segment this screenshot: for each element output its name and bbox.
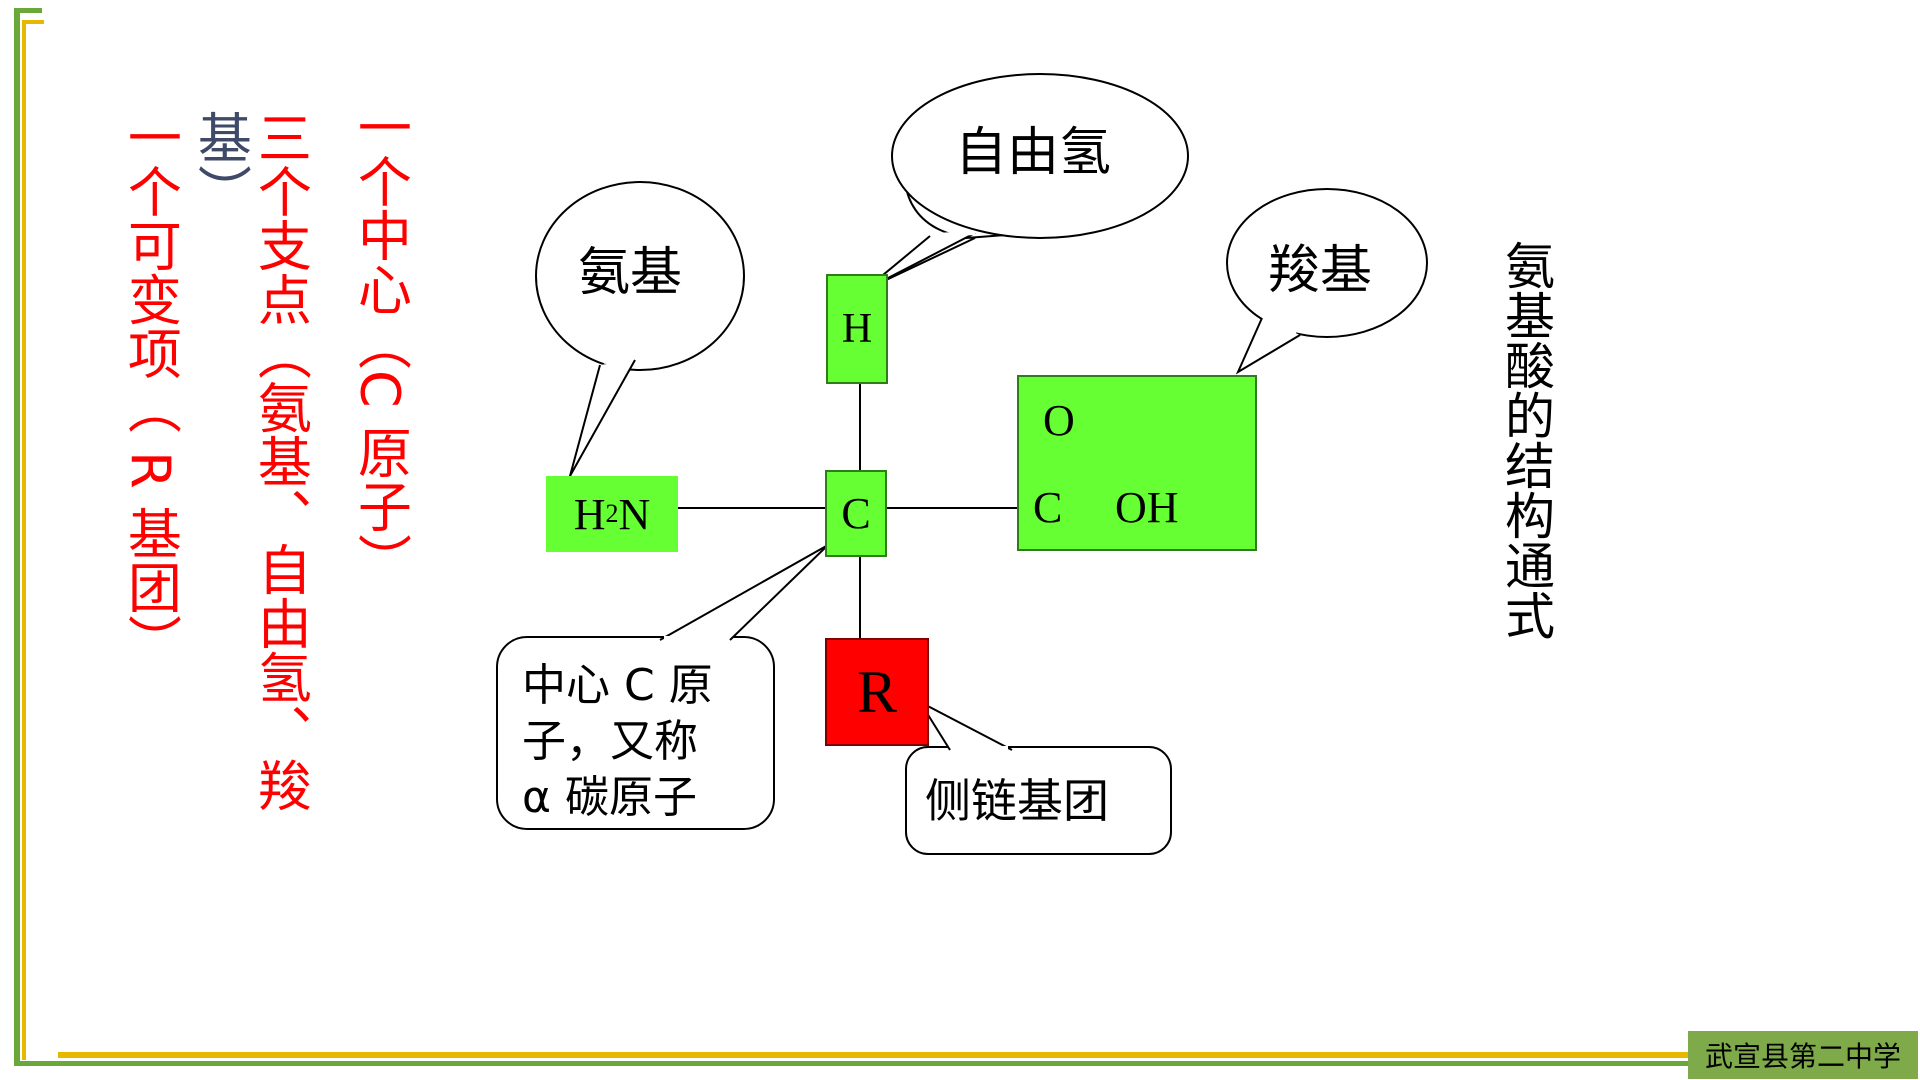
callout-amino-ellipse [535, 181, 745, 371]
frame-top-yellow [22, 20, 44, 24]
left-text-line3: 一个可变项（ R 基团） [118, 110, 182, 668]
amino-h: H [573, 489, 606, 539]
amino-sub: 2 [605, 499, 619, 528]
frame-left-yellow [22, 22, 26, 1060]
h-atom-label: H [841, 306, 873, 352]
callout-free-h-ellipse [891, 73, 1189, 239]
left-text-line2a: 三个支点（氨基、自由氢、羧 [248, 110, 312, 812]
callout-side-chain-tail [917, 699, 1013, 751]
callout-carboxyl-ellipse [1226, 188, 1428, 338]
c-atom-label: C [841, 489, 871, 538]
frame-top-green [14, 8, 42, 13]
callout-central-c-box [496, 636, 775, 830]
frame-bottom-green [14, 1061, 1694, 1066]
callout-amino-text: 氨基 [578, 243, 683, 303]
page-title: 氨基酸的结构通式 [1497, 240, 1555, 640]
callout-central-c-tail [659, 544, 829, 641]
cooh-oh-label: OH [1115, 483, 1179, 532]
callout-central-c-line2: 子，又称 [522, 716, 698, 767]
school-badge: 武宣县第二中学 [1688, 1031, 1918, 1079]
callout-carboxyl-text: 羧基 [1268, 241, 1373, 301]
cooh-o-label: O [1043, 396, 1075, 445]
r-group-box: R [825, 638, 929, 746]
carboxyl-group-box: O C OH [1017, 375, 1257, 551]
frame-left-green [14, 8, 20, 1066]
cooh-c-label: C [1033, 483, 1063, 532]
callout-free-h-text: 自由氢 [955, 123, 1112, 183]
c-atom-box: C [825, 470, 887, 557]
h-atom-box: H [826, 274, 888, 384]
r-group-label: R [856, 658, 898, 725]
callout-central-c-line3: α 碳原子 [522, 772, 697, 823]
callout-amino-tail [569, 359, 636, 477]
amino-n: N [618, 489, 651, 539]
left-text-line1: 一个中心（C 原子） [348, 100, 412, 587]
callout-central-c-line1: 中心 C 原 [522, 660, 713, 711]
callout-central-c-text: 中心 C 原 子，又称 α 碳原子 [522, 658, 713, 826]
callout-carboxyl-tail [1235, 317, 1301, 375]
left-text-line2b: 基） [188, 110, 252, 218]
callout-side-chain-text: 侧链基团 [925, 774, 1109, 828]
frame-bottom-yellow [58, 1052, 1688, 1058]
left-text-line2a-text: 三个支点（氨基、自由氢、羧 [248, 110, 312, 812]
callout-side-chain-box [905, 746, 1172, 855]
